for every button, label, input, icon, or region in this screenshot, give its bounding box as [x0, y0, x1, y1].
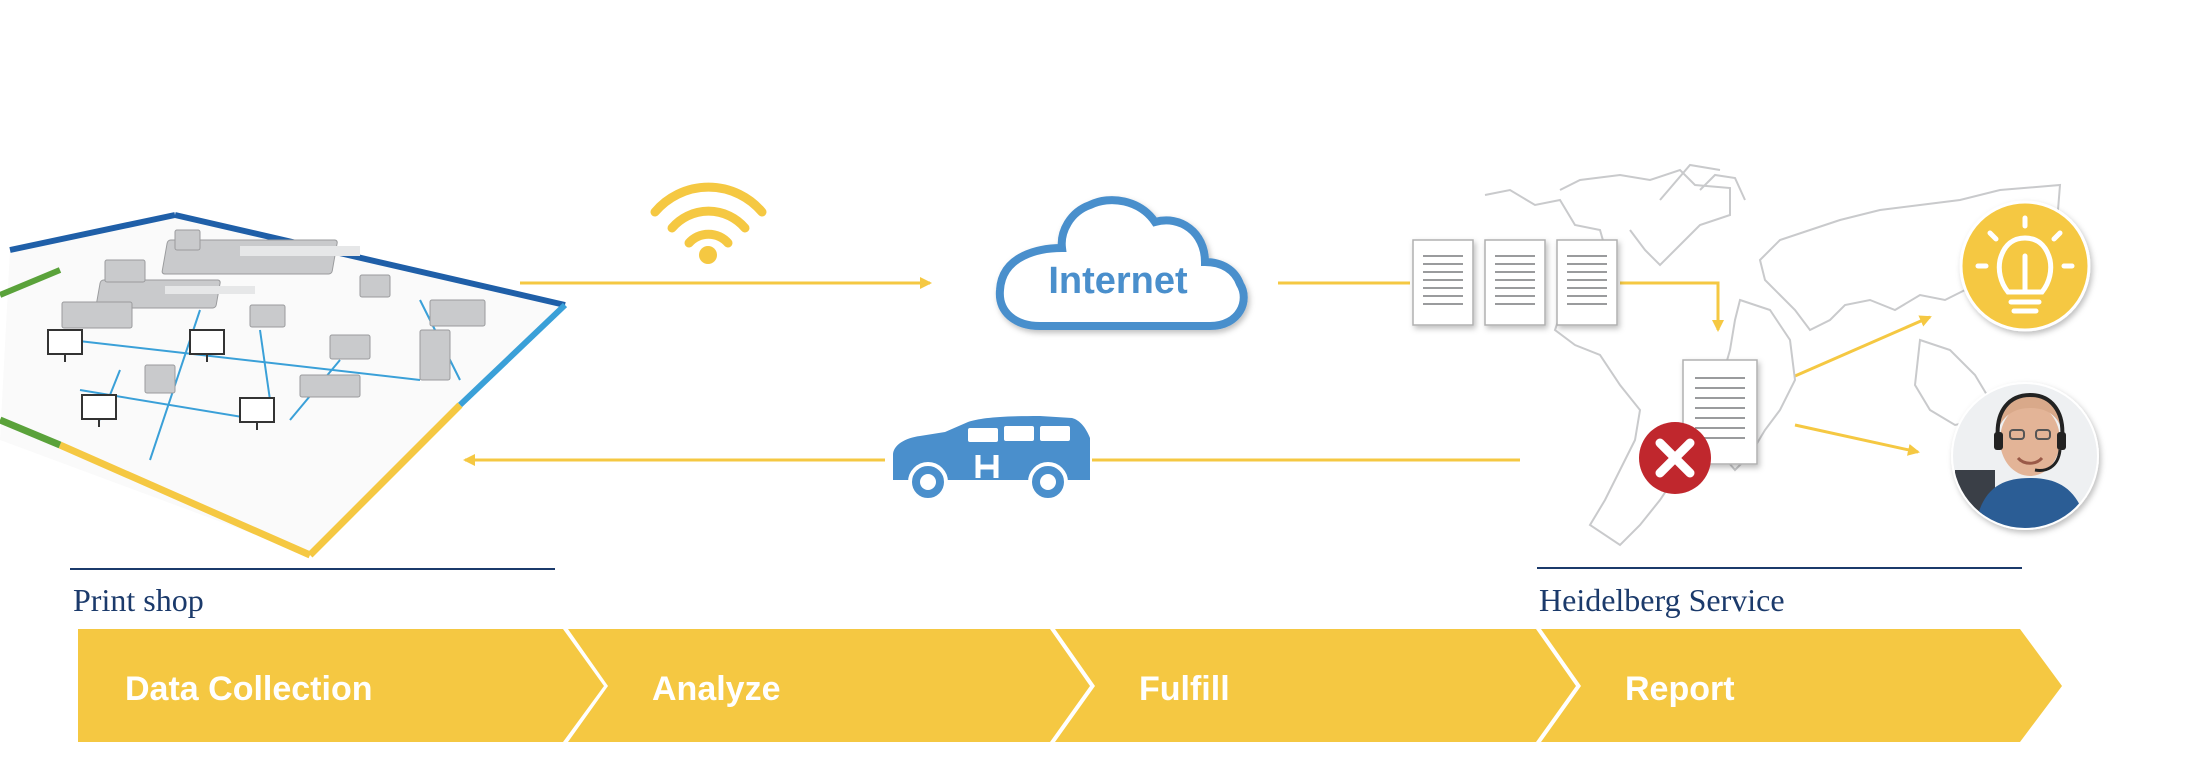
- support-agent-portrait: [1953, 384, 2097, 528]
- step-analyze: [568, 629, 1090, 742]
- heidelberg-service-label: Heidelberg Service: [1539, 582, 1785, 618]
- step-label-report: Report: [1625, 670, 1735, 708]
- lightbulb-glyph: [1975, 215, 2075, 314]
- cloud-icon: [995, 196, 1248, 330]
- step-label-data-collection: Data Collection: [125, 670, 372, 708]
- document-icon: [1412, 239, 1758, 465]
- print-shop-illustration: [0, 212, 568, 559]
- internet-label: Internet: [1048, 260, 1188, 302]
- wifi-icon: [650, 182, 767, 264]
- car-icon: [893, 416, 1090, 502]
- process-steps: Data Collection Analyze Fulfill Report: [78, 629, 2062, 742]
- monitor-icon: [47, 329, 275, 430]
- step-label-fulfill: Fulfill: [1139, 670, 1230, 708]
- print-shop-label: Print shop: [73, 582, 204, 618]
- error-icon: [1639, 422, 1711, 494]
- step-label-analyze: Analyze: [652, 670, 781, 708]
- arrow-to-idea: [1794, 315, 1932, 378]
- arrow-to-agent: [1794, 423, 1920, 456]
- step-report: [1541, 629, 2062, 742]
- step-fulfill: [1055, 629, 1576, 742]
- arrow-to-analysis: [1620, 281, 1724, 332]
- step-data-collection: [78, 629, 604, 742]
